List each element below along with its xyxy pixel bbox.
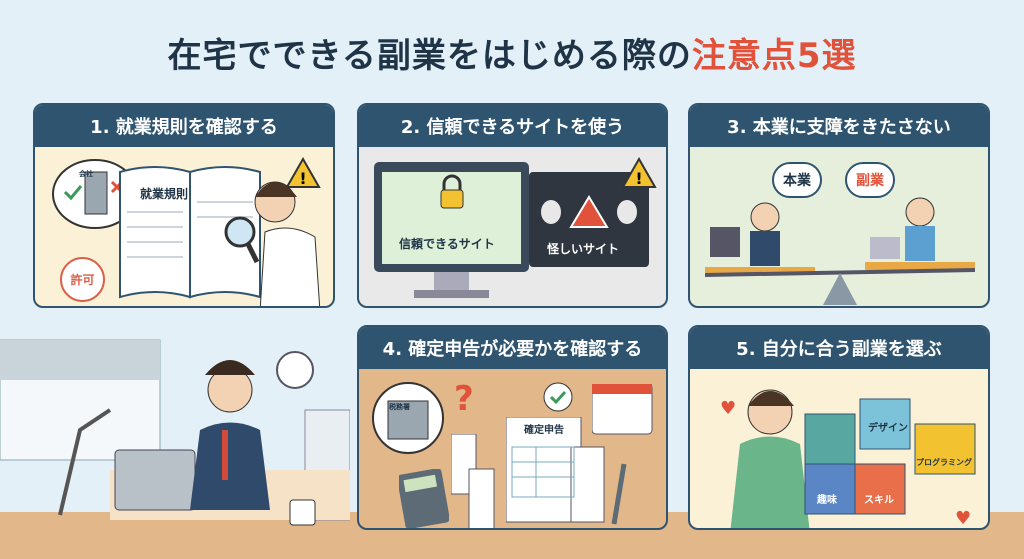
- building-bubble-icon: [52, 159, 138, 229]
- svg-text:♥: ♥: [955, 508, 971, 529]
- trusted-site-label: 信頼できるサイト: [399, 237, 495, 251]
- approval-stamp: 許可: [60, 257, 105, 302]
- warning-icon: !: [285, 157, 321, 188]
- calculator-icon: [399, 469, 449, 528]
- suspicious-screen-icon: [529, 172, 649, 267]
- card-heading: 3. 本業に支障をきたさない: [690, 105, 988, 147]
- check-bubble-icon: [543, 382, 573, 412]
- suspicious-site-label: 怪しいサイト: [547, 242, 620, 256]
- pen-icon: [611, 463, 627, 525]
- page-title: 在宅でできる副業をはじめる際の注意点5選: [167, 36, 857, 76]
- home-office-illustration: [0, 339, 350, 526]
- svg-text:!: !: [635, 169, 642, 188]
- card-choose-suitable-job: 5. 自分に合う副業を選ぶ ♥♥ 趣味 スキル デザイン プログラミング: [688, 325, 990, 530]
- balance-scale-illustration: [705, 197, 975, 305]
- card-use-trusted-sites: 2. 信頼できるサイトを使う 信頼できるサイト 怪しいサイト !: [357, 103, 668, 308]
- puzzle-programming: プログラミング: [916, 458, 972, 467]
- question-mark-icon: ?: [454, 379, 474, 419]
- card-check-tax-return: 4. 確定申告が必要かを確認する 税務署 ? 確定申告: [357, 325, 668, 530]
- magnifier-person-icon: [224, 181, 321, 306]
- warning-icon: !: [621, 157, 657, 188]
- card-heading: 2. 信頼できるサイトを使う: [359, 105, 666, 147]
- svg-text:!: !: [299, 169, 306, 188]
- card-heading: 4. 確定申告が必要かを確認する: [359, 327, 666, 369]
- puzzle-skill: スキル: [864, 495, 894, 506]
- tax-office-bubble-icon: [372, 382, 444, 454]
- card-check-work-rules: 1. 就業規則を確認する 会社 就業規則 ! 許可: [33, 103, 335, 308]
- card-heading: 1. 就業規則を確認する: [35, 105, 333, 147]
- main-job-bubble: 本業: [772, 162, 822, 198]
- monitor-icon: [374, 162, 529, 298]
- tax-form-title: 確定申告: [524, 425, 564, 436]
- puzzle-hobby: 趣味: [817, 495, 837, 506]
- tax-form-icon: [506, 417, 605, 523]
- svg-text:♥: ♥: [720, 398, 736, 419]
- receipts-icon: [451, 434, 495, 528]
- person-puzzle-illustration: ♥♥: [720, 389, 976, 529]
- card-heading: 5. 自分に合う副業を選ぶ: [690, 327, 988, 369]
- book-title: 就業規則: [140, 187, 189, 201]
- calendar-icon: [592, 384, 653, 435]
- side-job-bubble: 副業: [845, 162, 895, 198]
- card-dont-affect-main-job: 3. 本業に支障をきたさない 本業 副業: [688, 103, 990, 308]
- puzzle-design: デザイン: [868, 423, 908, 434]
